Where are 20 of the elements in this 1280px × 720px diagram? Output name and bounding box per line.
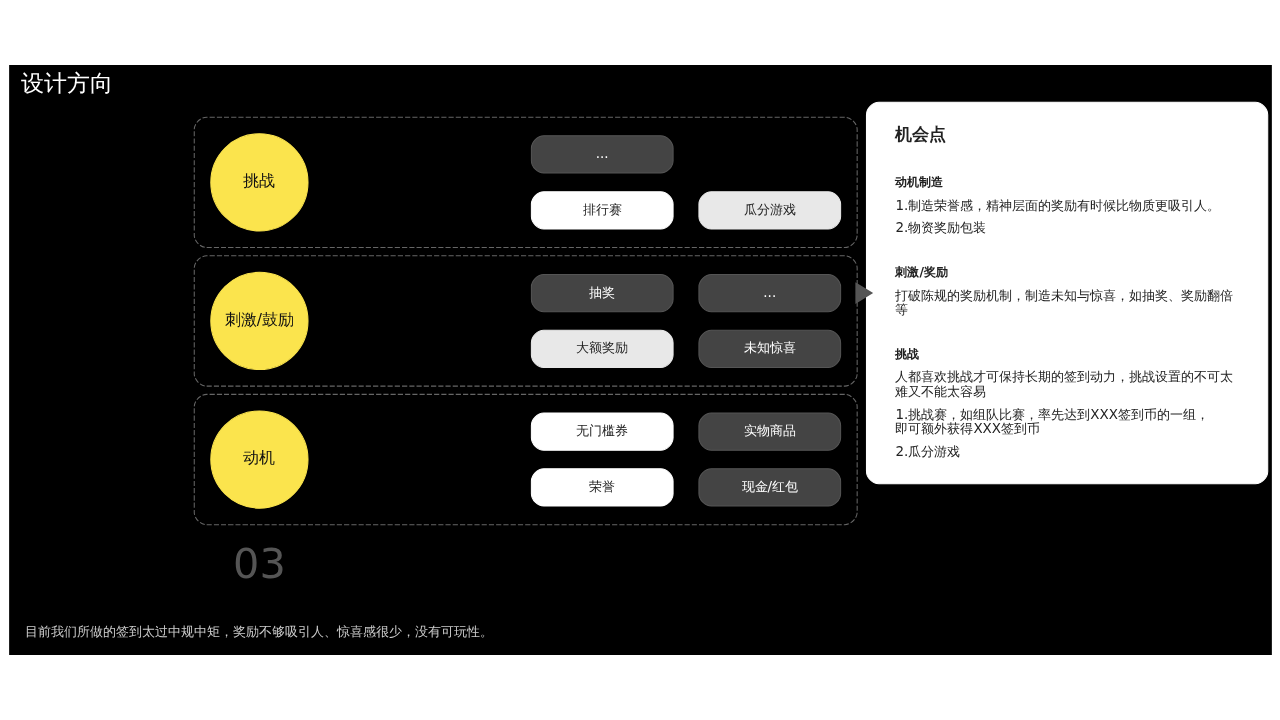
node-box: 未知惊喜	[697, 329, 841, 368]
node-box: ...	[530, 135, 674, 174]
cluster	[193, 393, 858, 526]
node-box: 机会点 动机制造 1.制造荣誉感，精神层面的奖励有时候比物质更吸引人。 2.物资奖励包装 刺激/奖励 打破陈规的奖励机制，制造未知与惊喜，如抽奖、奖励翻倍等 挑战 人都喜欢挑战才可保持长期的签到动力，挑战设置的不可太难又不能太容易 1.挑战赛，如组队比赛，率先达到XXX签到币的一组，即可额外获得XXX签到币 2.瓜分游戏	[865, 101, 1268, 485]
node-box: 大额奖励	[530, 329, 674, 368]
node-circle: 挑战	[209, 133, 309, 232]
node-box: 排行赛	[530, 191, 674, 230]
node-circle: 刺激/鼓励	[209, 271, 309, 371]
diagram-title: 设计方向	[20, 70, 113, 97]
node-box: 瓜分游戏	[697, 191, 841, 230]
node-box: ...	[697, 273, 841, 313]
node-box: 无门槛券	[530, 412, 674, 451]
node-box: 抽奖	[530, 273, 674, 313]
label: 03	[232, 540, 286, 589]
node-box: 实物商品	[697, 412, 841, 451]
node-box: 荣誉	[530, 468, 674, 507]
node-box: 现金/红包	[697, 468, 841, 507]
cluster	[193, 116, 858, 249]
node-circle: 动机	[209, 410, 309, 509]
label: 目前我们所做的签到太过中规中矩，奖励不够吸引人、惊喜感很少，没有可玩性。	[24, 623, 493, 639]
